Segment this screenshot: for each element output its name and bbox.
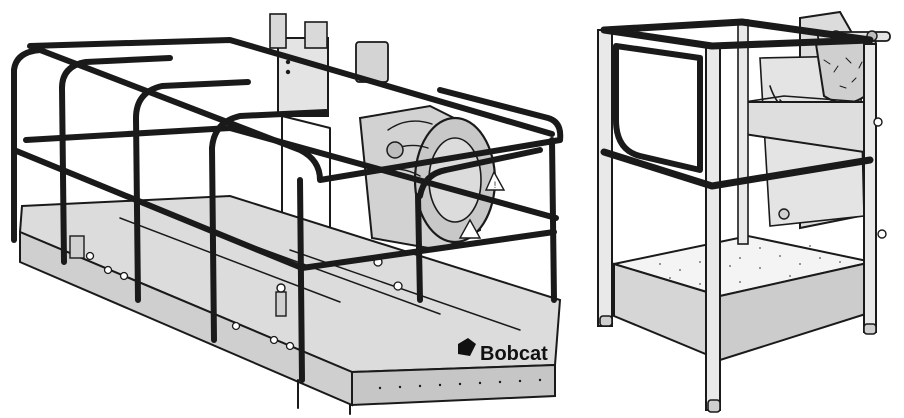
front-top-rail — [11, 47, 564, 183]
svg-text:!: ! — [494, 180, 497, 190]
brand-text: Bobcat — [480, 343, 548, 365]
control-box — [269, 13, 389, 117]
post-feet — [599, 315, 877, 413]
top-frame — [600, 18, 874, 50]
right-work-platform — [597, 10, 891, 413]
floor-texture — [659, 245, 851, 285]
front-mid-rail — [11, 147, 557, 271]
gate-latch — [69, 235, 287, 317]
rotator-mechanism: ! — [358, 104, 506, 252]
bobcat-logo: Bobcat — [458, 338, 548, 365]
rivets — [378, 378, 542, 390]
left-work-platform: ! Bobcat — [11, 13, 564, 415]
corner-posts — [597, 19, 877, 411]
rear-guardrail — [23, 37, 559, 221]
mid-rails — [600, 148, 874, 190]
end-frame — [417, 147, 543, 199]
cage-uprights — [11, 67, 557, 383]
